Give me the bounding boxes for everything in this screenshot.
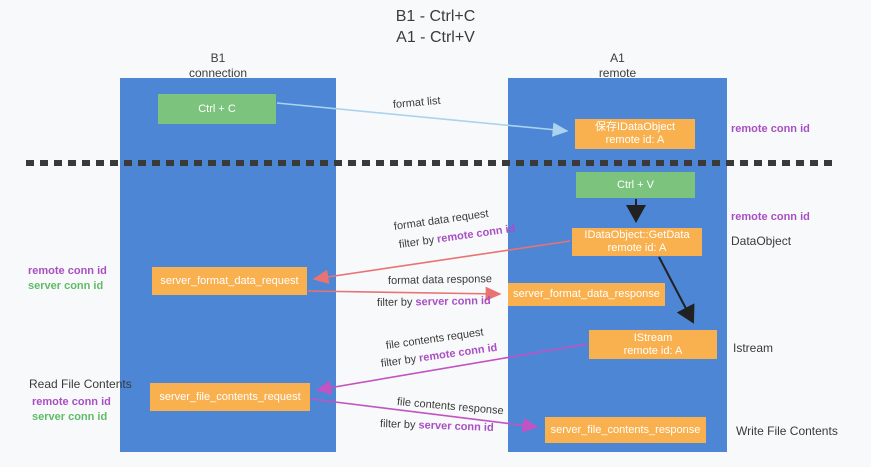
getdata-to-istream-arrow	[658, 256, 695, 324]
istream-line1: IStream	[633, 331, 673, 344]
format-data-response-label: format data response	[387, 273, 493, 287]
server-format-data-request-label: server_format_data_request	[160, 274, 299, 287]
write-file-contents-label: Write File Contents	[736, 424, 838, 438]
server-file-contents-request-label: server_file_contents_request	[159, 390, 301, 403]
diagram-title: B1 - Ctrl+C A1 - Ctrl+V	[0, 6, 871, 48]
lifeline-right-header: A1 remote	[508, 51, 727, 81]
server-format-data-request-node: server_format_data_request	[152, 267, 307, 295]
server-conn-id-text: server conn id	[415, 295, 491, 309]
remote-conn-id-label-left: remote conn id	[28, 265, 107, 277]
server-file-contents-request-node: server_file_contents_request	[150, 383, 310, 411]
format-data-request-arrow	[312, 240, 571, 285]
read-file-contents-label: Read File Contents	[29, 377, 132, 391]
lifeline-left-title: B1	[210, 51, 226, 65]
save-dataobject-line1: 保存IDataObject	[594, 121, 676, 133]
clipboard-boundary-dashed-line	[26, 160, 833, 166]
filter-by-text: filter by	[376, 296, 416, 309]
server-format-data-response-label: server_format_data_response	[513, 288, 660, 300]
lifeline-right-title: A1	[610, 51, 625, 65]
server-conn-id-label-left-2: server conn id	[32, 411, 108, 423]
getdata-node: IDataObject::GetData remote id: A	[572, 228, 702, 256]
lifeline-left-subtitle: connection	[188, 66, 248, 80]
server-file-contents-response-node: server_file_contents_response	[545, 417, 706, 443]
getdata-line2: remote id: A	[607, 242, 667, 254]
server-file-contents-response-label: server_file_contents_response	[550, 423, 701, 436]
server-conn-id-text: server conn id	[418, 419, 494, 434]
remote-conn-id-label-left-2: remote conn id	[32, 396, 111, 408]
server-format-data-response-node: server_format_data_response	[508, 283, 665, 306]
diagram-title-line-2: A1 - Ctrl+V	[396, 29, 475, 46]
filter-by-text: filter by	[379, 418, 419, 432]
save-dataobject-line2: remote id: A	[605, 134, 665, 146]
ctrl-v-node: Ctrl + V	[576, 172, 695, 198]
istream-node: IStream remote id: A	[589, 330, 717, 359]
remote-conn-id-label-right-mid: remote conn id	[731, 211, 810, 223]
diagram-title-line-1: B1 - Ctrl+C	[395, 8, 476, 25]
file-contents-response-arrow	[310, 398, 539, 433]
file-contents-request-arrow	[315, 343, 588, 395]
ctrl-v-label: Ctrl + V	[617, 178, 654, 191]
format-data-response-filter-label: filter by server conn id	[377, 295, 491, 309]
format-list-arrow	[276, 102, 569, 137]
istream-line2: remote id: A	[623, 344, 683, 357]
ctrl-c-node: Ctrl + C	[158, 94, 276, 124]
getdata-line1: IDataObject::GetData	[584, 229, 690, 241]
lifeline-right-subtitle: remote	[598, 66, 637, 80]
server-conn-id-label-left: server conn id	[28, 280, 104, 292]
remote-conn-id-label-right-top: remote conn id	[731, 123, 810, 135]
istream-label: Istream	[733, 341, 774, 355]
ctrl-c-label: Ctrl + C	[198, 102, 236, 115]
format-data-response-arrow	[307, 286, 502, 301]
save-dataobject-node: 保存IDataObject remote id: A	[575, 119, 695, 149]
dataobject-label: DataObject	[731, 234, 792, 248]
lifeline-left-header: B1 connection	[110, 51, 326, 81]
